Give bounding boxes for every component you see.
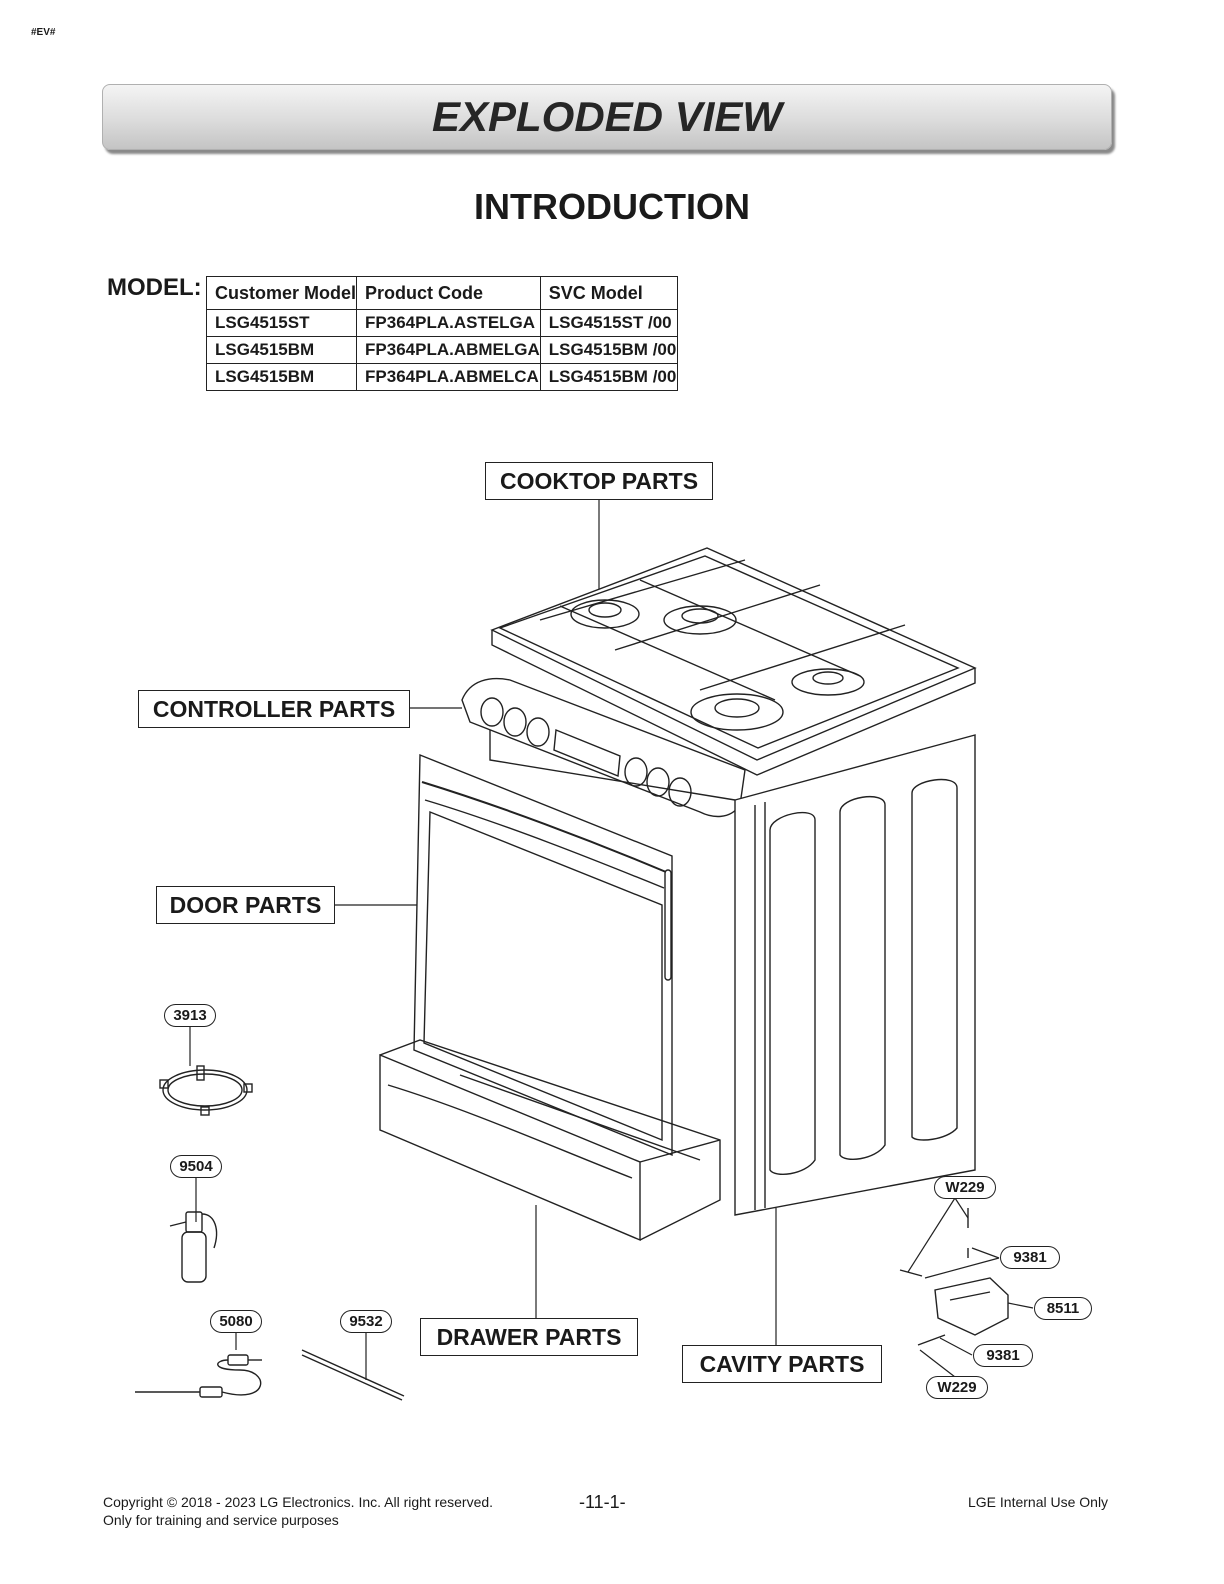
internal-use-notice: LGE Internal Use Only — [968, 1494, 1109, 1510]
spray-bottle-illustration — [169, 1211, 218, 1283]
rod-illustration — [301, 1349, 405, 1401]
controller-parts-callout: CONTROLLER PARTS — [138, 690, 410, 728]
table-cell: FP364PLA.ASTELGA — [356, 309, 541, 337]
header-svc-model: SVC Model — [539, 276, 678, 310]
meat-probe-illustration — [135, 1354, 262, 1398]
title-banner: EXPLODED VIEW — [102, 84, 1112, 150]
model-label: MODEL: — [107, 274, 202, 301]
oven-door-illustration — [413, 753, 673, 1157]
cavity-illustration — [489, 730, 976, 1216]
header-product-code: Product Code — [356, 276, 541, 310]
drawer-parts-callout: DRAWER PARTS — [420, 1318, 638, 1356]
model-table-header-row: Customer Model Product Code SVC Model — [205, 276, 678, 310]
part-label-3913: 3913 — [164, 1004, 216, 1027]
bracket-hardware-illustration — [899, 1208, 1009, 1346]
cooktop-illustration — [490, 547, 977, 776]
table-row: LSG4515BM FP364PLA.ABMELCA LSG4515BM /00 — [205, 363, 678, 391]
table-cell: LSG4515BM /00 — [539, 336, 678, 364]
copyright-line-2: Only for training and service purposes — [103, 1512, 339, 1528]
table-cell: LSG4515BM — [205, 363, 358, 391]
copyright-line-1: Copyright © 2018 - 2023 LG Electronics. … — [103, 1494, 494, 1510]
part-label-5080: 5080 — [210, 1310, 262, 1333]
page-number: -11-1- — [579, 1492, 626, 1512]
wok-ring-illustration — [159, 1065, 253, 1116]
table-row: LSG4515ST FP364PLA.ASTELGA LSG4515ST /00 — [205, 309, 678, 337]
table-cell: FP364PLA.ABMELGA — [356, 336, 541, 364]
header-tag: #EV# — [31, 27, 56, 38]
part-label-9381-top: 9381 — [1000, 1246, 1060, 1269]
door-parts-callout: DOOR PARTS — [156, 886, 335, 924]
header-customer-model: Customer Model — [205, 276, 358, 310]
banner-title: EXPLODED VIEW — [431, 93, 783, 140]
part-label-w229-bottom: W229 — [926, 1376, 988, 1399]
table-cell: FP364PLA.ABMELCA — [356, 363, 541, 391]
part-label-9504: 9504 — [170, 1155, 222, 1178]
section-title: INTRODUCTION — [474, 186, 750, 227]
part-label-8511: 8511 — [1034, 1297, 1092, 1320]
cooktop-parts-callout: COOKTOP PARTS — [485, 462, 713, 500]
table-cell: LSG4515BM /00 — [539, 363, 678, 391]
cavity-parts-callout: CAVITY PARTS — [682, 1345, 882, 1383]
part-label-w229-top: W229 — [934, 1176, 996, 1199]
leader-lines — [189, 499, 1034, 1380]
part-label-9532: 9532 — [340, 1310, 392, 1333]
part-label-9381-bottom: 9381 — [973, 1344, 1033, 1367]
table-cell: LSG4515ST /00 — [539, 309, 678, 337]
drawer-illustration — [379, 1039, 721, 1242]
model-table: Customer Model Product Code SVC Model LS… — [205, 276, 678, 391]
